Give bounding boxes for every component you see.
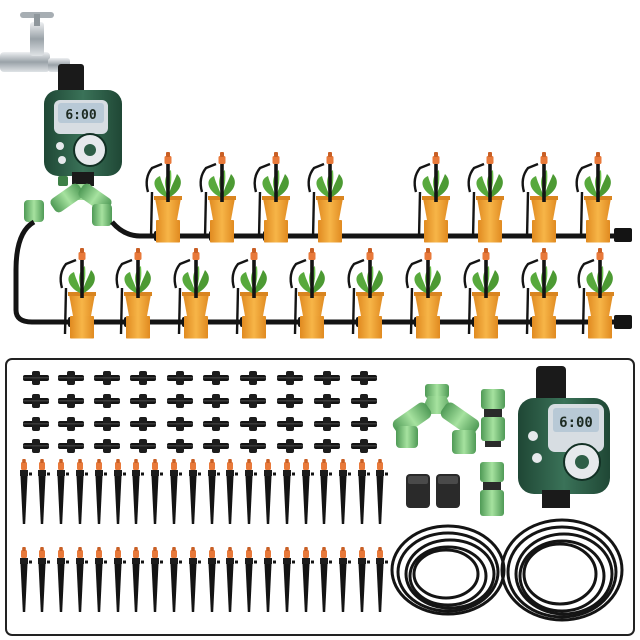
faucet — [0, 12, 70, 72]
drip-tubing-diagram — [13, 219, 628, 325]
timer-display-kit: 6:00 — [559, 415, 593, 431]
y-splitter-connector — [24, 176, 112, 226]
timer-display-top: 6:00 — [65, 108, 96, 123]
water-timer-top: 6:00 — [44, 64, 122, 186]
tube-coil-right — [500, 518, 624, 622]
quick-connector-top — [481, 389, 505, 447]
y-splitter-kit — [392, 384, 480, 454]
installation-diagram: 6:00 — [0, 12, 632, 340]
end-plugs — [406, 474, 460, 508]
tube-coil-left — [390, 524, 506, 616]
water-timer-kit: 6:00 — [518, 366, 610, 508]
plant-row-upper — [145, 150, 614, 244]
quick-connector-bottom — [480, 462, 504, 516]
